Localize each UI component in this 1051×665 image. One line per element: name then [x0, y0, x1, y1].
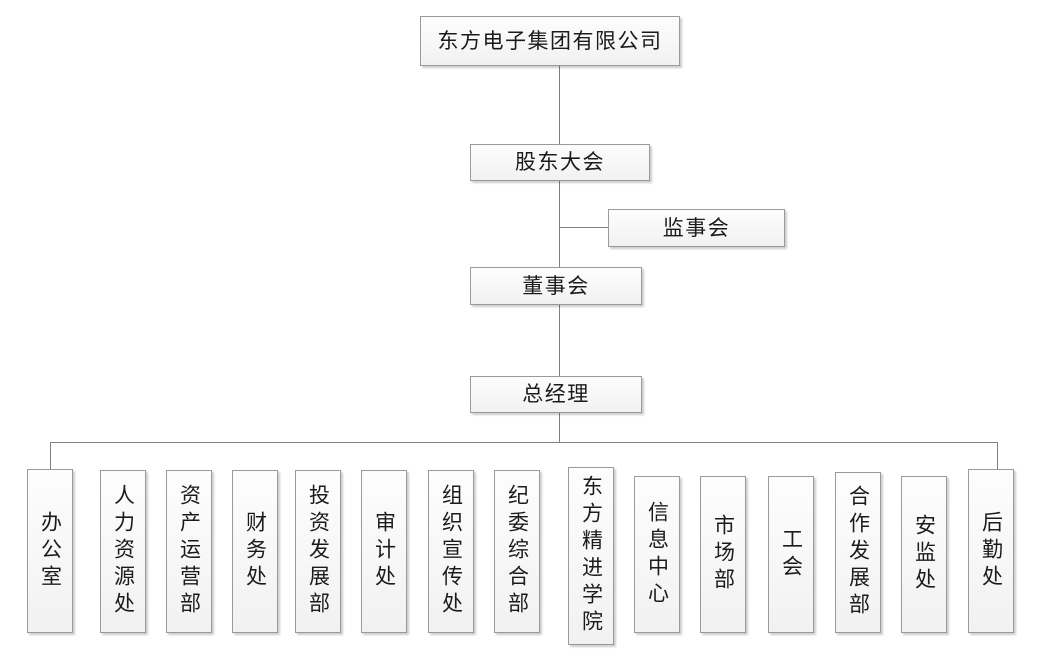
- node-department-label: 纪委综合部: [505, 484, 530, 619]
- node-department-zuzhixuanchuanchu[interactable]: 组织宣传处: [428, 470, 474, 633]
- node-department-label: 人力资源处: [111, 484, 136, 619]
- node-supervisory-board-label: 监事会: [662, 215, 731, 240]
- connector-gm-to-bus: [559, 412, 560, 442]
- node-department-shichangbu[interactable]: 市场部: [700, 476, 746, 633]
- connector-board-to-gm: [559, 304, 560, 376]
- node-department-jiweizonghebu[interactable]: 纪委综合部: [494, 470, 540, 633]
- node-department-label: 东方精进学院: [579, 475, 604, 637]
- node-department-label: 市场部: [711, 514, 736, 595]
- node-department-label: 后勤处: [979, 510, 1004, 592]
- node-department-label: 安监处: [912, 514, 937, 595]
- node-department-gonghui[interactable]: 工会: [768, 476, 814, 633]
- node-department-label: 办公室: [38, 510, 63, 592]
- node-department-zichanyunyingbu[interactable]: 资产运营部: [166, 470, 212, 633]
- node-department-label: 审计处: [372, 511, 397, 592]
- node-department-label: 资产运营部: [177, 484, 202, 619]
- node-department-bangongshi[interactable]: 办公室: [27, 469, 73, 633]
- node-department-renliziyuanchu[interactable]: 人力资源处: [100, 470, 146, 633]
- node-department-dongfangjingjinxueyuan[interactable]: 东方精进学院: [568, 467, 614, 645]
- node-department-xinxizhongxin[interactable]: 信息中心: [634, 476, 680, 633]
- node-department-label: 合作发展部: [846, 485, 871, 620]
- node-department-shenjichu[interactable]: 审计处: [361, 470, 407, 633]
- node-department-caiwuchu[interactable]: 财务处: [232, 470, 278, 633]
- connector-department-bus: [50, 442, 998, 443]
- node-department-label: 信息中心: [645, 500, 670, 609]
- node-shareholders-meeting[interactable]: 股东大会: [470, 144, 650, 181]
- connector-bus-to-first-department: [50, 442, 51, 469]
- node-board-of-directors-label: 董事会: [522, 273, 590, 298]
- node-supervisory-board[interactable]: 监事会: [608, 209, 785, 247]
- node-department-label: 工会: [779, 527, 804, 582]
- node-department-hezuofazhanbu[interactable]: 合作发展部: [835, 472, 881, 633]
- node-company-label: 东方电子集团有限公司: [437, 28, 663, 53]
- connector-spine-to-supervisory: [559, 227, 609, 228]
- node-general-manager[interactable]: 总经理: [470, 376, 642, 413]
- node-general-manager-label: 总经理: [522, 382, 590, 406]
- connector-bus-to-last-department: [997, 442, 998, 469]
- node-department-label: 组织宣传处: [439, 484, 464, 619]
- node-shareholders-meeting-label: 股东大会: [515, 150, 605, 174]
- node-department-anjianchu[interactable]: 安监处: [901, 476, 947, 633]
- node-department-label: 投资发展部: [306, 484, 331, 619]
- connector-company-to-shareholders: [559, 65, 560, 144]
- connector-shareholders-to-board: [559, 180, 560, 268]
- node-company[interactable]: 东方电子集团有限公司: [420, 16, 680, 66]
- node-department-houqinchu[interactable]: 后勤处: [968, 469, 1014, 633]
- node-department-touzifazhanbu[interactable]: 投资发展部: [295, 470, 341, 633]
- node-department-label: 财务处: [243, 511, 268, 592]
- node-board-of-directors[interactable]: 董事会: [470, 267, 642, 305]
